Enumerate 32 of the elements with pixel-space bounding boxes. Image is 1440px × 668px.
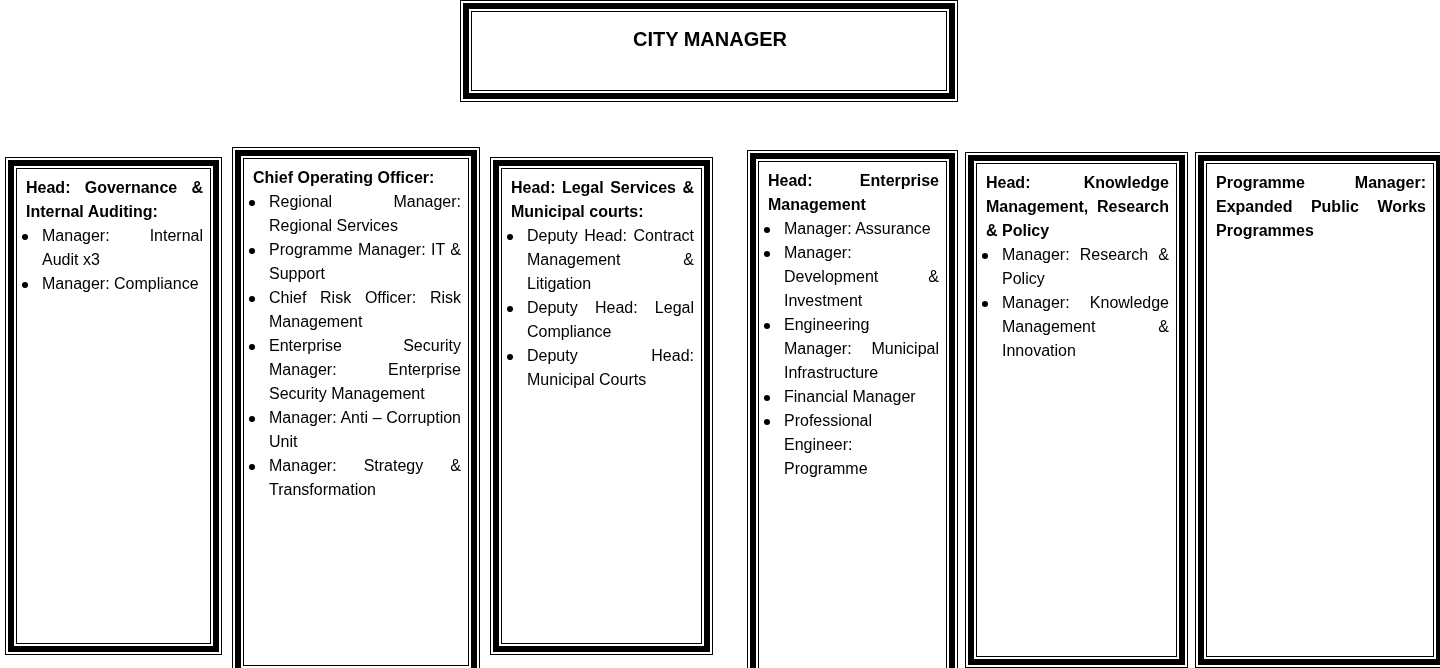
role-item: Engineering Manager: Municipal Infrastructure xyxy=(784,315,939,383)
role-heading: CITY MANAGER xyxy=(631,27,789,52)
role-heading: Chief Operating Officer: xyxy=(253,168,436,188)
org-box xyxy=(232,147,480,668)
role-heading: Head: Enterprise Management xyxy=(768,171,939,215)
role-item: Professional Engineer: Programme xyxy=(784,411,874,479)
org-box xyxy=(747,150,958,668)
role-item: Programme Manager: IT & Support xyxy=(269,240,461,284)
role-heading: Head: Governance & Internal Auditing: xyxy=(26,178,203,222)
role-item: Enterprise Security Manager: Enterprise Security Management xyxy=(269,336,461,404)
org-box xyxy=(490,157,713,655)
role-item: Regional Manager: Regional Services xyxy=(269,192,461,236)
role-heading: Head: Knowledge Management, Research & Policy xyxy=(986,173,1169,241)
role-item: Deputy Head: Municipal Courts xyxy=(527,346,694,390)
role-item: Manager: Compliance xyxy=(42,274,200,294)
org-box xyxy=(5,157,222,655)
role-item: Deputy Head: Legal Compliance xyxy=(527,298,694,342)
org-box xyxy=(965,152,1188,668)
role-heading: Head: Legal Services & Municipal courts: xyxy=(511,178,694,222)
role-item: Manager: Knowledge Management & Innovation xyxy=(1002,293,1169,361)
role-item: Manager: Internal Audit x3 xyxy=(42,226,203,270)
role-item: Manager: Research & Policy xyxy=(1002,245,1169,289)
role-item: Manager: Anti – Corruption Unit xyxy=(269,408,461,452)
role-item: Manager: Development & Investment xyxy=(784,243,939,311)
role-item: Deputy Head: Contract Management & Litigation xyxy=(527,226,694,294)
role-item: Financial Manager xyxy=(784,387,917,407)
role-item: Manager: Strategy & Transformation xyxy=(269,456,461,500)
role-heading: Programme Manager: Expanded Public Works Programmes xyxy=(1216,173,1426,241)
org-box xyxy=(1195,152,1440,668)
org-box xyxy=(460,0,958,102)
role-item: Chief Risk Officer: Risk Management xyxy=(269,288,461,332)
role-item: Manager: Assurance xyxy=(784,219,932,239)
